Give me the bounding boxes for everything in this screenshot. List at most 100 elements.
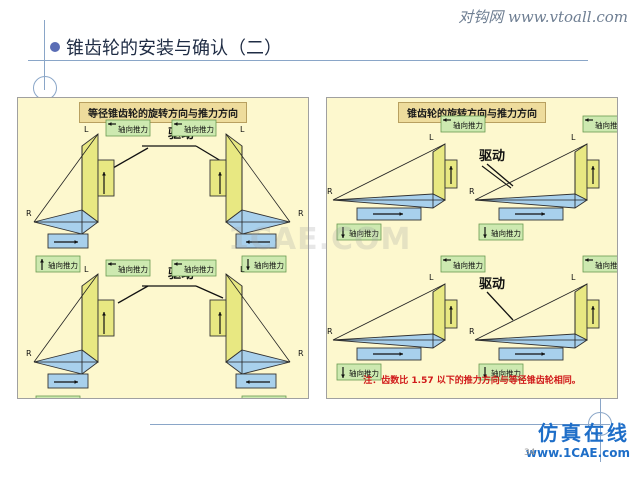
gear-pair-right-top-left-blue-gear xyxy=(332,193,446,209)
gear-pair-right-top-left-thrust-top-text: 轴向推力 xyxy=(453,120,483,130)
gear-pair-right-bottom-left-thrust-bottom-text: 轴向推力 xyxy=(349,368,379,378)
gear-pair-right-top-left-pitch-line xyxy=(332,143,446,201)
gear-pair-left-top-left-thrust-bottom-arrow-head xyxy=(40,259,44,263)
drive-label-top: 驱动 xyxy=(479,149,505,164)
gear-pair-right-top-left-rot-yellow-head xyxy=(449,166,453,170)
bottom-rule xyxy=(150,424,610,425)
gear-pair-left-bottom-left-thrust-top-text: 轴向推力 xyxy=(118,264,148,274)
gear-pair-left-top-right-rot-yellow-head xyxy=(218,172,222,176)
gear-pair-left-top-right-thrust-top-arrow-head xyxy=(174,122,178,126)
gear-pair-right-top-right-thrust-top-text: 轴向推力 xyxy=(595,120,617,130)
gear-pair-left-top-right-thrust-bottom-arrow-head xyxy=(246,266,250,270)
gear-pair-left-bottom-right-letter-r: R xyxy=(298,349,304,358)
gear-pair-right-bottom-right-thrust-top-arrow-head xyxy=(585,258,589,262)
gear-pair-left-top-left-thrust-top-text: 轴向推力 xyxy=(118,124,148,134)
gear-pair-left-bottom-right-rot-yellow-head xyxy=(218,312,222,316)
gear-pair-left-bottom-right-thrust-top xyxy=(171,259,217,277)
gear-pair-left-bottom-right-thrust-bottom xyxy=(241,395,287,398)
gear-pair-left-bottom-right-rot-blue-head xyxy=(246,380,250,384)
gear-pair-right-bottom-right-thrust-bottom-text: 轴向推力 xyxy=(491,368,521,378)
gear-pair-left-top-right-yellow-gear xyxy=(225,133,243,223)
gear-pair-left-top-right-thrust-top-text: 轴向推力 xyxy=(184,124,214,134)
gear-pair-right-top-left-rot-blue-head xyxy=(399,212,403,216)
gear-pair-left-top-left-yellow-hub xyxy=(97,159,115,197)
gear-pair-left-top-right-thrust-bottom xyxy=(241,255,287,273)
gear-pair-right-bottom-right-blue-gear xyxy=(474,333,588,349)
gear-pair-left-top-right-pitch-line xyxy=(225,133,291,223)
logo-title: 仿真在线 xyxy=(538,421,630,445)
gear-pair-right-bottom-left-letter-l: L xyxy=(429,273,434,282)
gear-pair-right-top-left-thrust-bottom-arrow-head xyxy=(341,234,345,238)
drive-arrow-top-right xyxy=(481,165,512,189)
gear-pair-right-top-right-rot-blue-head xyxy=(541,212,545,216)
gear-pair-right-bottom-left-thrust-top-text: 轴向推力 xyxy=(453,260,483,270)
right-panel-note: 注．齿数比 1.57 以下的推力方向与等径锥齿轮相同。 xyxy=(363,376,581,386)
bottom-circle xyxy=(588,412,612,436)
gear-pair-right-top-right-thrust-bottom-arrow-head xyxy=(483,234,487,238)
gear-pair-right-bottom-left-rot-yellow-head xyxy=(449,306,453,310)
gear-pair-left-bottom-right-yellow-hub xyxy=(209,299,227,337)
page-number: 34 xyxy=(524,448,536,458)
gear-pair-left-top-left-rot-yellow-head xyxy=(102,172,106,176)
slide-title-text: 锥齿轮的安装与确认（二） xyxy=(66,38,282,59)
gear-pair-left-top-right-rot-blue-head xyxy=(246,240,250,244)
gear-pair-left-top-right-thrust-bottom-text: 轴向推力 xyxy=(254,260,284,270)
gear-pair-right-bottom-left-thrust-top-arrow-head xyxy=(443,258,447,262)
gear-pair-right-bottom-right-pitch-line xyxy=(474,283,588,341)
gear-pair-right-bottom-right-rot-blue-head xyxy=(541,352,545,356)
slide-title: 锥齿轮的安装与确认（二） xyxy=(50,34,282,60)
gear-pair-right-bottom-right-thrust-bottom xyxy=(478,363,524,381)
gear-pair-left-bottom-left-thrust-bottom xyxy=(35,395,81,398)
drive-arrow-bottom-right xyxy=(195,285,224,299)
gear-pair-right-top-right-letter-l: L xyxy=(571,133,576,142)
gear-pair-right-bottom-left-blue-gear xyxy=(332,333,446,349)
gear-pair-right-bottom-right-thrust-top-text: 轴向推力 xyxy=(595,260,617,270)
gear-pair-right-top-right-thrust-bottom-text: 轴向推力 xyxy=(491,228,521,238)
gear-pair-left-top-right-blue-hub xyxy=(235,233,277,249)
gear-pair-left-top-left-thrust-top xyxy=(105,119,151,137)
gear-pair-left-top-left-rot-blue-head xyxy=(74,240,78,244)
gear-pair-right-bottom-right-thrust-bottom-arrow-head xyxy=(483,374,487,378)
gear-pair-left-bottom-left-rot-blue-head xyxy=(74,380,78,384)
gear-pair-left-bottom-left-yellow-hub xyxy=(97,299,115,337)
gear-pair-right-top-left-thrust-bottom xyxy=(336,223,382,241)
drive-label-bottom: 驱动 xyxy=(479,277,505,292)
gear-pair-right-top-right-thrust-top-arrow-head xyxy=(585,118,589,122)
gear-pair-right-bottom-right-letter-r: R xyxy=(469,327,475,336)
right-panel: 锥齿轮的旋转方向与推力方向 驱动 驱动 LR轴向推力轴向推力LR轴向推力轴向推力… xyxy=(326,97,618,399)
gear-pair-right-top-left-yellow-gear xyxy=(432,143,446,201)
gear-pair-left-bottom-right-yellow-gear xyxy=(225,273,243,363)
gear-pair-left-bottom-left-pitch-line xyxy=(33,273,99,363)
drive-arrow-top-left xyxy=(486,163,514,187)
gear-pair-left-bottom-left-thrust-top xyxy=(105,259,151,277)
gear-pair-left-bottom-right-blue-hub xyxy=(235,373,277,389)
gear-pair-right-top-right-yellow-gear xyxy=(574,143,588,201)
gear-pair-right-bottom-right-letter-l: L xyxy=(571,273,576,282)
gear-pair-right-top-right-thrust-bottom xyxy=(478,223,524,241)
gear-pair-right-bottom-left-thrust-bottom xyxy=(336,363,382,381)
gear-pair-right-bottom-left-pitch-line xyxy=(332,283,446,341)
gear-pair-left-bottom-left-letter-l: L xyxy=(84,265,89,274)
bullet-icon xyxy=(50,42,60,52)
gear-pair-left-top-right-yellow-hub xyxy=(209,159,227,197)
gear-pair-left-bottom-left-blue-hub xyxy=(47,373,89,389)
drive-arrow-bottom-left xyxy=(117,285,149,304)
gear-pair-left-bottom-right-thrust-top-arrow-head xyxy=(174,262,178,266)
right-diagram: 驱动 驱动 LR轴向推力轴向推力LR轴向推力轴向推力LR轴向推力轴向推力LR轴向… xyxy=(327,115,617,381)
drive-arrow-bottom xyxy=(486,291,514,321)
top-rule xyxy=(28,60,588,61)
gear-pair-left-top-left-thrust-top-arrow-head xyxy=(108,122,112,126)
gear-pair-left-bottom-right-letter-l: L xyxy=(240,265,245,274)
gear-pair-right-top-left-thrust-top-arrow-head xyxy=(443,118,447,122)
gear-pair-left-top-left-blue-hub xyxy=(47,233,89,249)
gear-pair-left-top-left-pitch-line xyxy=(33,133,99,223)
gear-pair-left-top-left-thrust-bottom xyxy=(35,255,81,273)
gear-pair-left-bottom-left-rot-yellow-head xyxy=(102,312,106,316)
site-watermark: 对钩网 www.vtoall.com xyxy=(458,8,628,26)
gear-pair-right-top-left-letter-r: R xyxy=(327,187,333,196)
gear-pair-right-top-right-blue-gear xyxy=(474,193,588,209)
gear-pair-right-bottom-right-rot-yellow-head xyxy=(591,306,595,310)
gear-pair-right-bottom-left-letter-r: R xyxy=(327,327,333,336)
gear-pair-left-top-left-yellow-gear xyxy=(81,133,99,223)
gear-pair-left-top-left-thrust-bottom-text: 轴向推力 xyxy=(48,260,78,270)
